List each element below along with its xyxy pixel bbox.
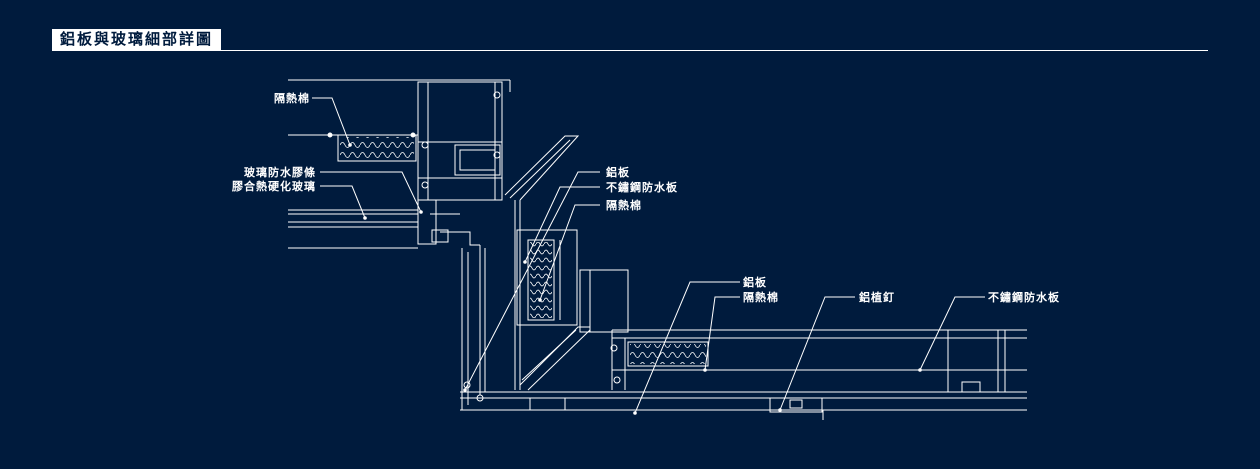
- label-glass-waterproof-strip: 玻璃防水膠條: [244, 165, 316, 179]
- label-insulation-3: 隔熱棉: [743, 290, 779, 304]
- label-stainless-waterproof-1: 不鏽鋼防水板: [606, 180, 678, 194]
- vertical-substructure: [440, 231, 486, 410]
- upper-window-frame: [288, 79, 511, 249]
- page-title: 鋁板與玻璃細部詳圖: [52, 29, 222, 50]
- leader-dots: [348, 143, 922, 415]
- label-insulation-2: 隔熱棉: [606, 198, 642, 212]
- lower-panel-assembly: [460, 269, 1027, 420]
- leader-lines: [312, 97, 985, 414]
- title-underline: [52, 50, 1208, 51]
- label-laminated-tempered-glass: 膠合熱硬化玻璃: [232, 179, 316, 193]
- label-aluminum-panel-1: 鋁板: [606, 165, 630, 179]
- slanted-aluminum-panel: [504, 135, 591, 391]
- label-aluminum-stud: 鋁植釘: [859, 290, 895, 304]
- label-insulation-1: 隔熱棉: [274, 91, 310, 105]
- label-aluminum-panel-2: 鋁板: [743, 275, 767, 289]
- insulation-upper: [327, 132, 417, 162]
- label-stainless-waterproof-2: 不鏽鋼防水板: [988, 290, 1060, 304]
- stainless-waterproof-board-center: [516, 229, 578, 326]
